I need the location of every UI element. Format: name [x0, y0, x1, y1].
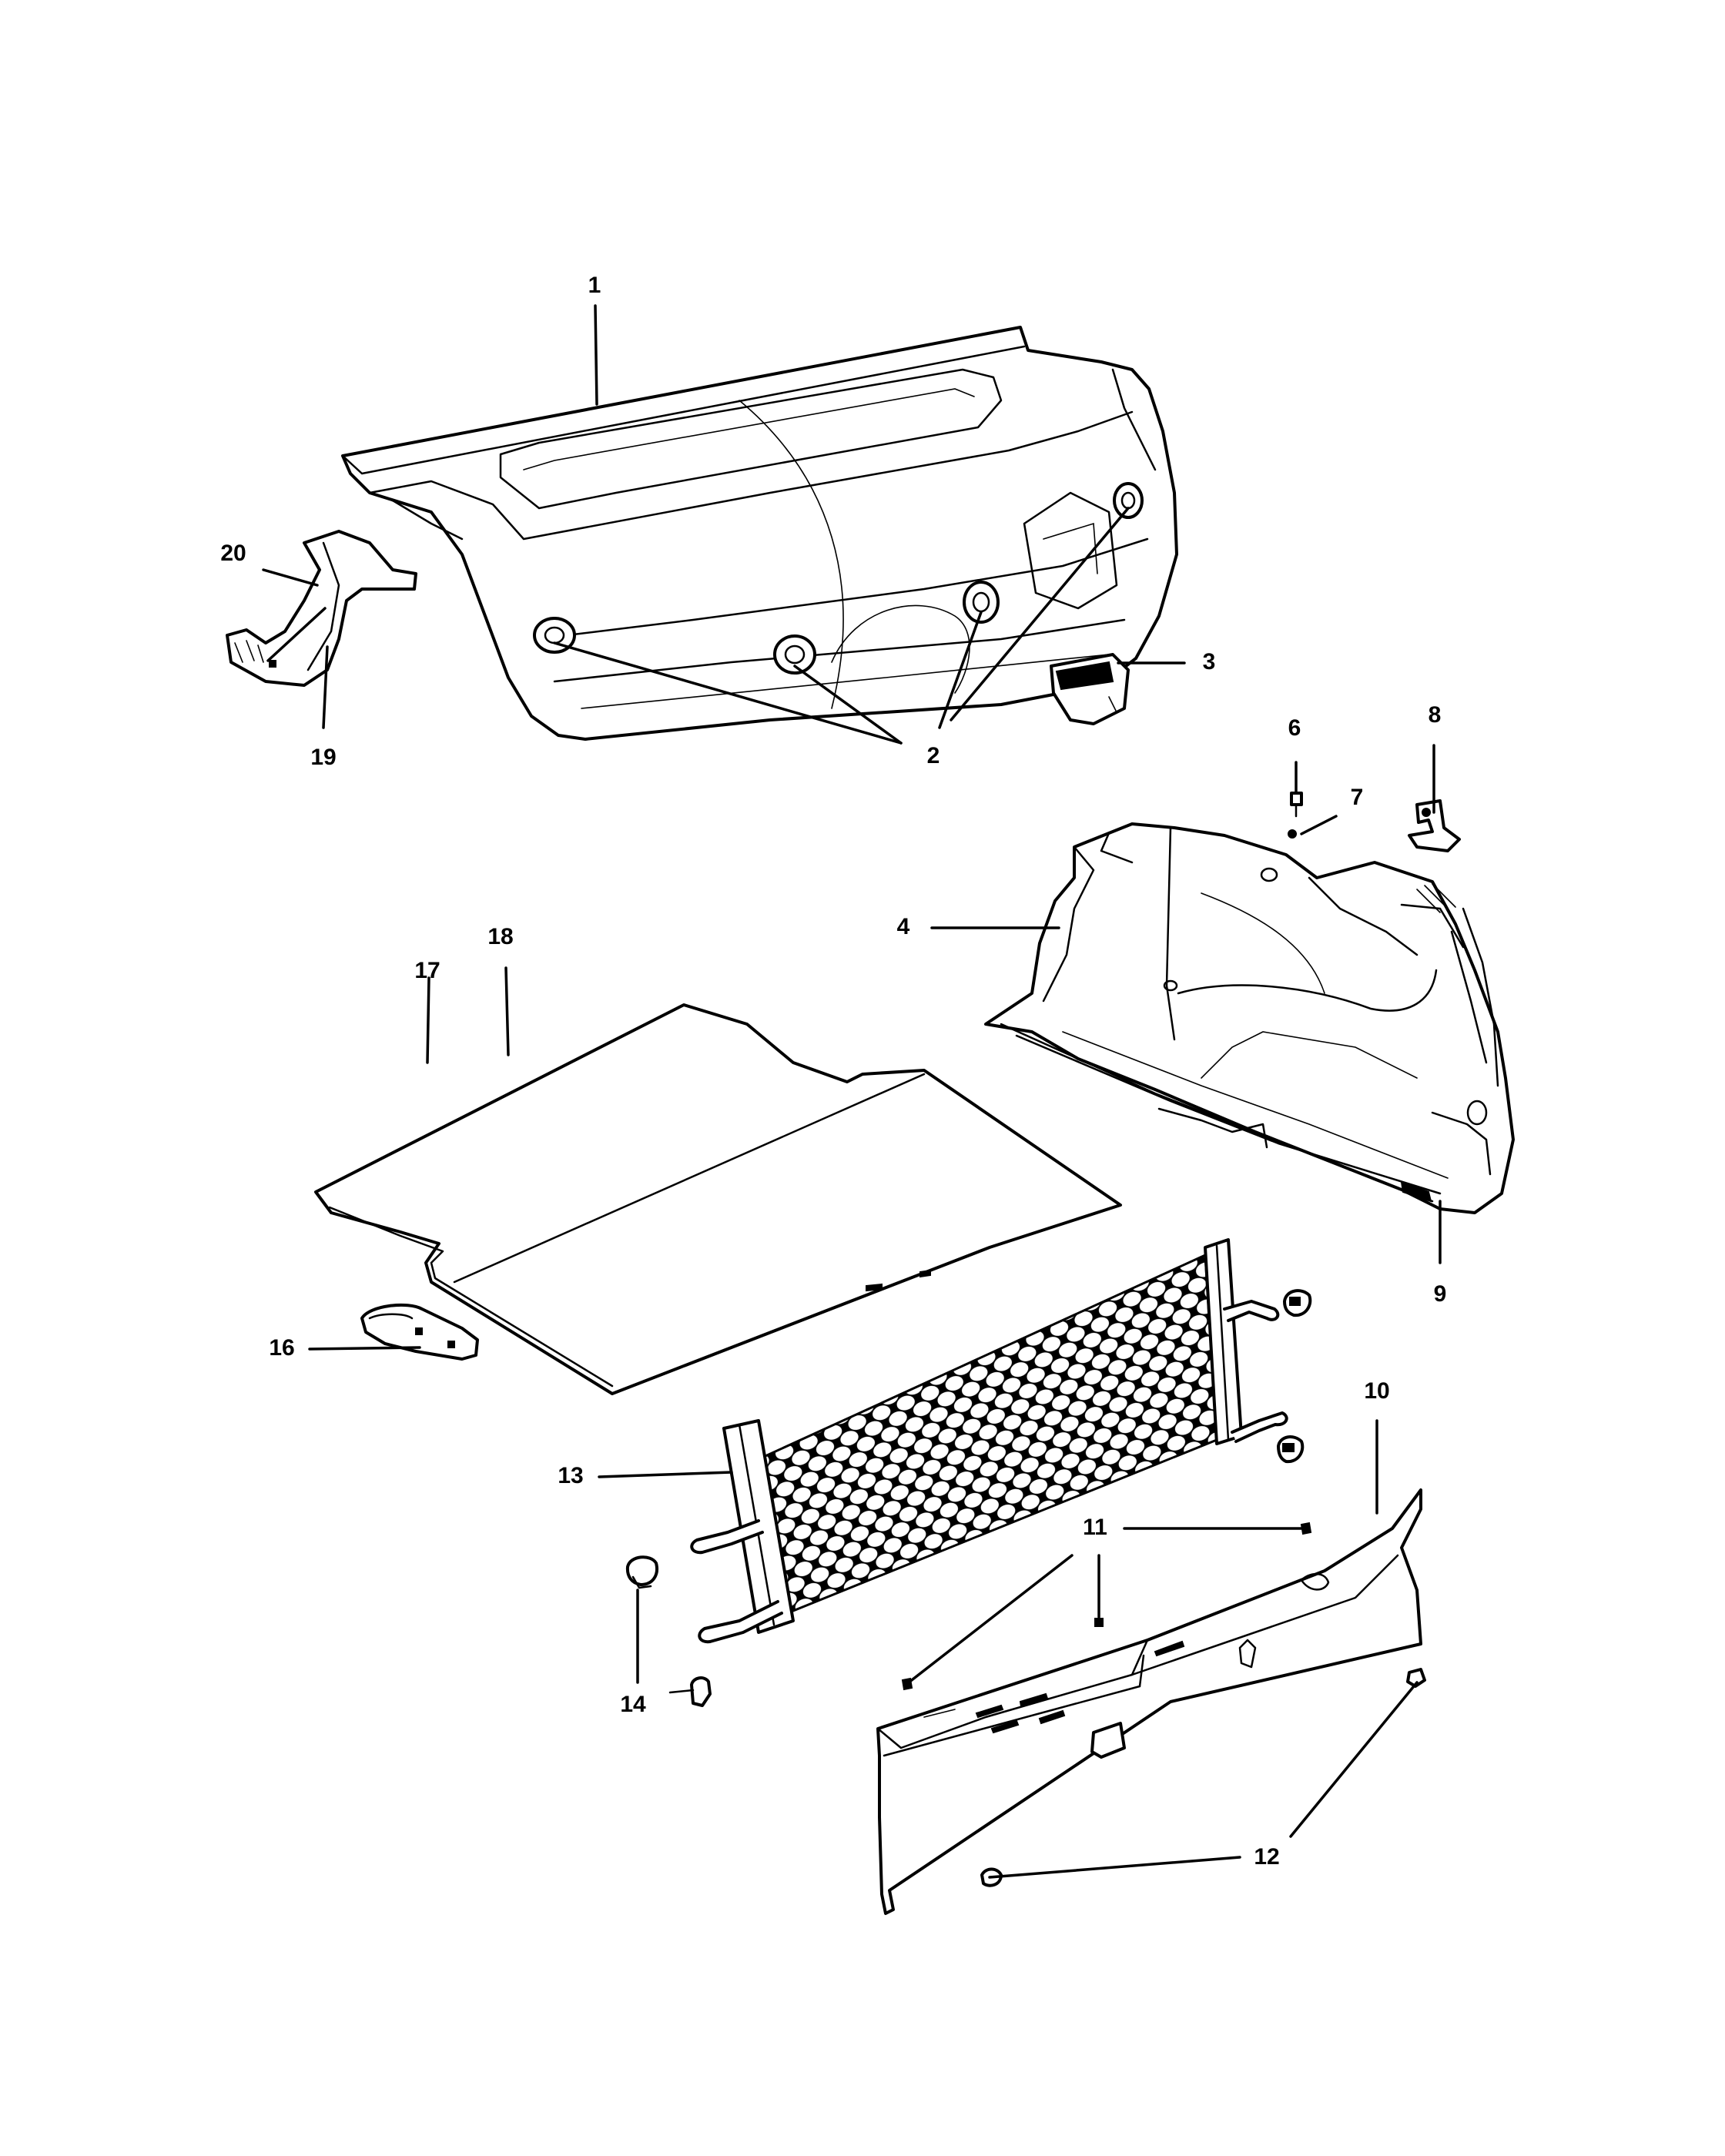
callout-3: 3 — [1203, 649, 1216, 675]
push-pin-part-7 — [1288, 829, 1297, 839]
callout-9: 9 — [1434, 1281, 1447, 1307]
callout-16: 16 — [269, 1335, 294, 1361]
cargo-net-part-13 — [690, 1238, 1288, 1644]
callout-10: 10 — [1364, 1378, 1389, 1404]
callout-6: 6 — [1288, 715, 1301, 741]
hinge-cover-part-19 — [226, 530, 417, 687]
clips-part-11 — [901, 1522, 1312, 1691]
callout-18: 18 — [487, 924, 513, 949]
screw-part-6 — [1290, 792, 1303, 818]
scuff-plate-part-10 — [876, 1488, 1422, 1915]
callout-7: 7 — [1351, 785, 1364, 810]
callout-20: 20 — [220, 541, 246, 566]
callout-11: 11 — [1083, 1515, 1107, 1540]
callout-12: 12 — [1254, 1844, 1279, 1870]
load-floor-carpet — [314, 1003, 1122, 1395]
callout-19: 19 — [310, 745, 336, 770]
cargo-hook-part-16 — [360, 1303, 479, 1361]
callout-2: 2 — [927, 743, 940, 768]
callout-4: 4 — [897, 914, 910, 939]
quarter-trim-panel — [984, 822, 1515, 1214]
decklid-trim-panel — [341, 326, 1178, 741]
callout-1: 1 — [588, 273, 601, 298]
retainer-part-14 — [625, 1555, 712, 1707]
hook-bracket-part-8 — [1408, 799, 1461, 852]
callout-labels: 1 2 3 4 6 7 8 9 10 11 12 13 14 16 17 18 … — [220, 273, 1446, 1870]
callout-8: 8 — [1429, 702, 1442, 728]
callout-17: 17 — [414, 958, 440, 983]
trim-clip-part-3 — [1050, 653, 1130, 725]
callout-14: 14 — [620, 1692, 646, 1717]
callout-13: 13 — [558, 1463, 583, 1488]
net-anchor-clips — [1277, 1289, 1312, 1464]
leader-lines — [262, 304, 1442, 1879]
